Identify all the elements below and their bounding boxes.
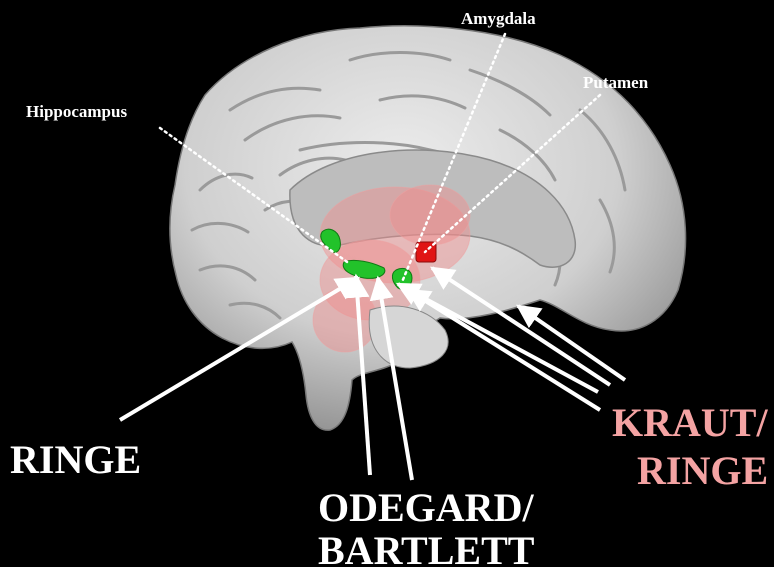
odegard-label-line1: ODEGARD/ xyxy=(318,488,534,528)
ringe-label: RINGE xyxy=(10,440,141,480)
odegard-label-line2: BARTLETT xyxy=(318,531,534,567)
kraut-label-line1: KRAUT/ xyxy=(612,403,768,443)
kraut-label-line2: RINGE xyxy=(637,451,768,491)
putamen-label: Putamen xyxy=(583,74,648,91)
amygdala-label: Amygdala xyxy=(461,10,536,27)
hippocampus-label: Hippocampus xyxy=(26,103,127,120)
